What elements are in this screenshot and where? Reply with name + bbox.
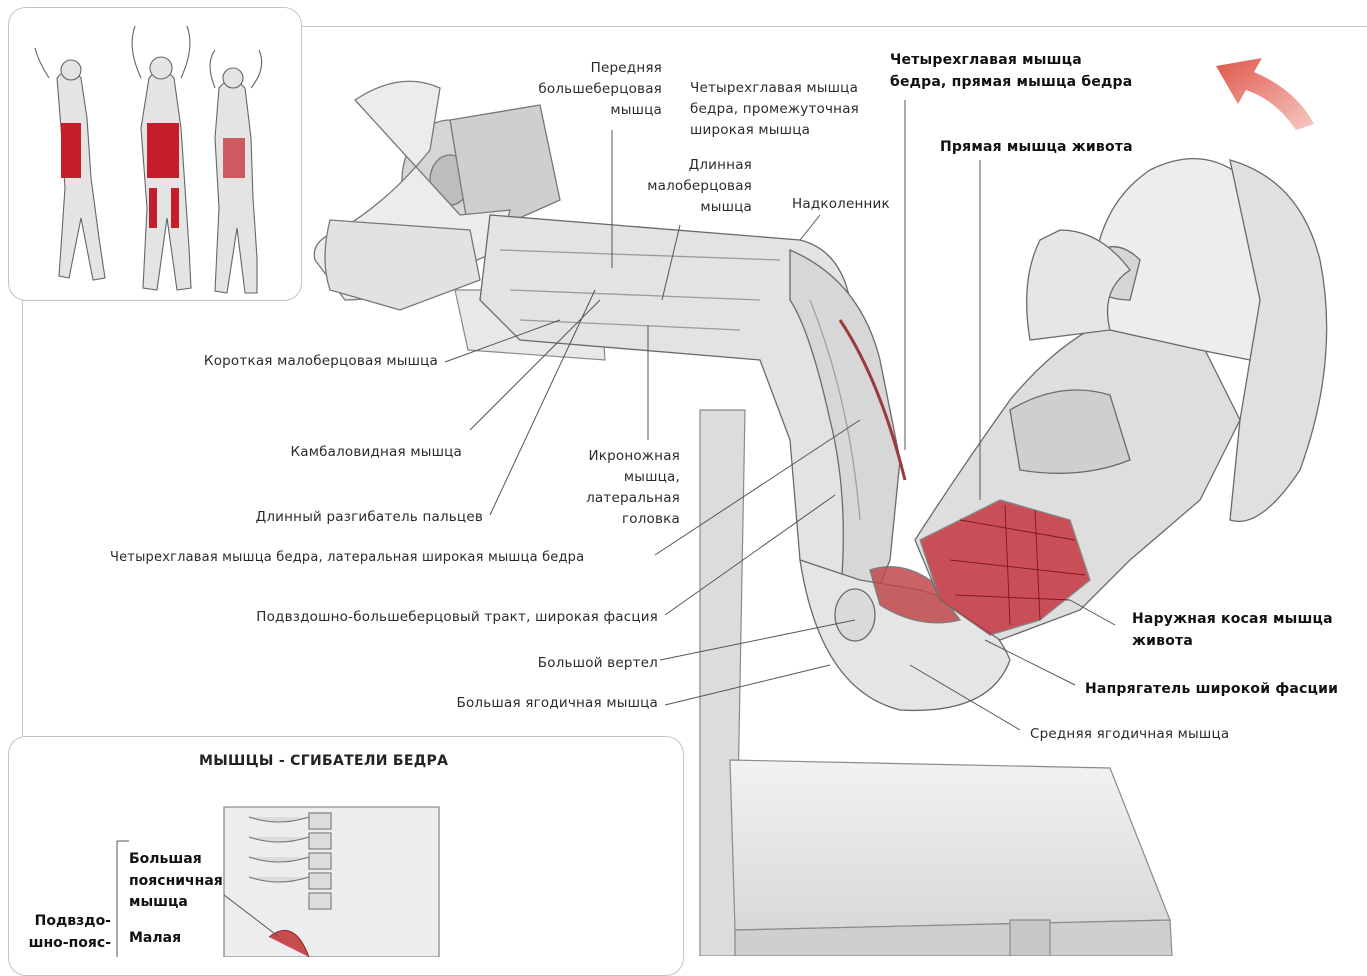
torso	[915, 320, 1240, 640]
label-tensor-fasciae: Напрягатель широкой фасции	[1085, 679, 1338, 701]
label-peroneus-longus: Длинная малоберцовая мышца	[600, 155, 752, 218]
label-iliopsoas: Подвздо- шно-пояс-	[27, 911, 111, 954]
label-psoas-minor: Малая	[129, 928, 181, 950]
label-peroneus-brevis: Короткая малоберцовая мышца	[120, 351, 438, 372]
label-rectus-abdominis: Прямая мышца живота	[940, 137, 1133, 159]
muscle-overview-inset	[8, 7, 302, 301]
label-external-oblique: Наружная косая мышца живота	[1132, 609, 1333, 652]
label-tibialis-anterior: Передняя большеберцовая мышца	[470, 58, 662, 121]
label-rectus-femoris: Четырехглавая мышца бедра, прямая мышца …	[890, 50, 1132, 93]
label-extensor-digitorum: Длинный разгибатель пальцев	[150, 507, 483, 528]
label-soleus: Камбаловидная мышца	[200, 442, 462, 463]
direction-arrow	[1216, 58, 1314, 130]
label-gluteus-medius: Средняя ягодичная мышца	[1030, 724, 1229, 745]
label-psoas-major: Большая поясничная мышца	[129, 849, 223, 914]
hip-flexors-inset: МЫШЦЫ - СГИБАТЕЛИ БЕДРА Большая поясничн…	[8, 736, 684, 976]
label-vastus-lateralis: Четырехглавая мышца бедра, латеральная ш…	[110, 548, 584, 568]
label-gluteus-maximus: Большая ягодичная мышца	[380, 693, 658, 714]
label-greater-trochanter: Большой вертел	[400, 653, 658, 674]
label-it-tract: Подвздошно-большеберцовый тракт, широкая…	[180, 607, 658, 628]
label-patella: Надколенник	[792, 194, 890, 215]
label-gastrocnemius: Икроножная мышца, латеральная головка	[520, 446, 680, 530]
three-figures-illustration	[9, 8, 301, 300]
label-vastus-intermedius: Четырехглавая мышца бедра, промежуточная…	[690, 78, 859, 141]
